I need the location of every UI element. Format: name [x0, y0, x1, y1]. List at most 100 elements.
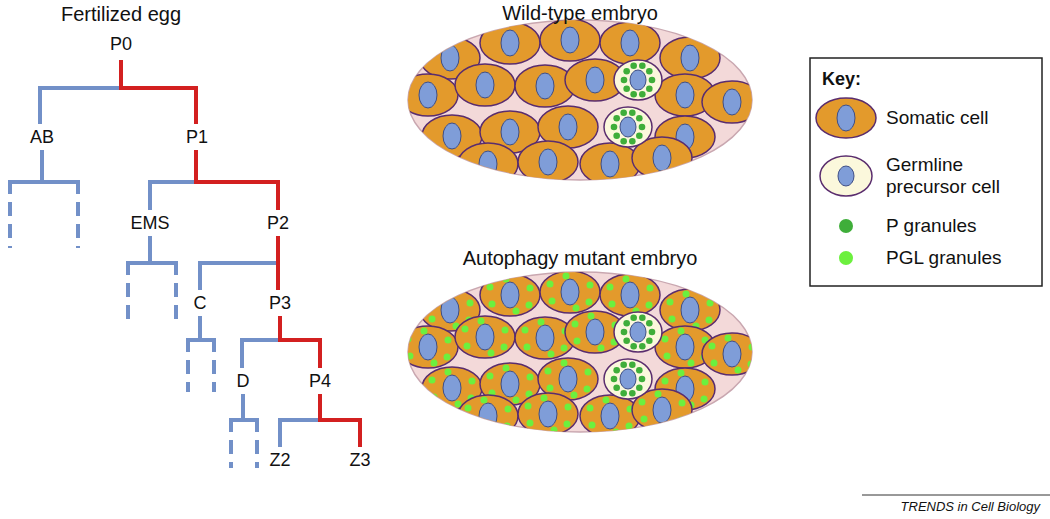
germline-cell [604, 359, 652, 399]
somatic-cell [480, 22, 540, 64]
p-granule [623, 68, 630, 75]
pgl-granule [584, 386, 591, 393]
p-granule [620, 138, 627, 145]
pgl-granule [429, 316, 436, 323]
nucleus [443, 375, 461, 401]
pgl-granule [678, 417, 685, 424]
p-granule [620, 361, 627, 368]
watermark: TRENDS in Cell Biology [901, 500, 1040, 515]
nucleus [501, 371, 519, 397]
pgl-granule [623, 276, 630, 283]
nucleus [536, 73, 554, 99]
p-granule [646, 320, 653, 327]
nucleus [621, 282, 639, 308]
pgl-granule [613, 429, 620, 436]
pgl-granule [503, 365, 510, 372]
somatic-cell [455, 64, 515, 106]
nucleus [676, 82, 694, 108]
pgl-granule [545, 368, 552, 375]
somatic-cell [600, 274, 660, 316]
nucleus [501, 119, 519, 145]
pgl-granule [609, 301, 616, 308]
autophagy-mutant-embryo [398, 271, 762, 437]
p-granule [620, 109, 627, 116]
somatic-cell [480, 274, 540, 316]
pgl-granule [443, 291, 450, 298]
pgl-granule [683, 291, 690, 298]
nucleus [539, 149, 557, 175]
cell-name: D [237, 371, 250, 392]
p-granule [629, 109, 636, 116]
p-granule [621, 329, 628, 336]
p-granule [630, 314, 637, 321]
pgl-granule [467, 300, 474, 307]
somatic-cell [702, 81, 762, 123]
cell-name: Z3 [349, 450, 370, 471]
p-granule [623, 338, 630, 345]
pgl-granule [639, 399, 646, 406]
nucleus [536, 325, 554, 351]
p-granule [630, 62, 637, 69]
pgl-granule [588, 313, 595, 320]
nucleus [620, 369, 636, 389]
pgl-granule [501, 344, 508, 351]
somatic-cell [398, 326, 458, 368]
somatic-cell [518, 393, 578, 435]
nucleus [419, 334, 437, 360]
pgl-granule [641, 416, 648, 423]
pgl-granule [563, 273, 570, 280]
germline-cell [604, 107, 652, 147]
pgl-granule [561, 345, 568, 352]
pgl-granule [709, 343, 716, 350]
pgl-granule [429, 377, 436, 384]
pgl-granule [464, 343, 471, 350]
pgl-granule [502, 327, 509, 334]
pgl-granule [655, 391, 662, 398]
pgl-granule [573, 305, 580, 312]
wild-type-embryo [398, 19, 762, 185]
nucleus [586, 67, 604, 93]
legend-swatch [839, 219, 853, 233]
somatic-cell [540, 19, 600, 61]
pgl-granule [431, 360, 438, 367]
pgl-granule [467, 422, 474, 429]
somatic-cell [660, 37, 720, 79]
pgl-granule [547, 385, 554, 392]
somatic-cell [455, 316, 515, 358]
p-granule [639, 124, 646, 131]
nucleus [476, 324, 494, 350]
pgl-granule [444, 354, 451, 361]
pgl-granule [607, 284, 614, 291]
pgl-granule [551, 427, 558, 434]
pgl-granule [522, 327, 529, 334]
nucleus [653, 145, 671, 171]
pgl-granule [527, 285, 534, 292]
pgl-granule [646, 302, 653, 309]
pgl-granule [513, 308, 520, 315]
somatic-cell [660, 289, 720, 331]
p-granule [649, 77, 656, 84]
cell-name: Z2 [269, 450, 290, 471]
pgl-granule [525, 403, 532, 410]
pgl-granule [572, 321, 579, 328]
p-granule [646, 86, 653, 93]
p-granule [613, 133, 620, 140]
pgl-granule [548, 351, 555, 358]
pgl-granule [706, 317, 713, 324]
pgl-granule [589, 422, 596, 429]
pgl-granule [587, 282, 594, 289]
pgl-granule [481, 397, 488, 404]
p-granule [636, 385, 643, 392]
p-granule [629, 361, 636, 368]
p-granule [646, 68, 653, 75]
pgl-granule [678, 370, 685, 377]
nucleus [501, 30, 519, 56]
nucleus [586, 319, 604, 345]
pgl-granule [688, 360, 695, 367]
somatic-cell-sample [816, 98, 876, 138]
cell-name: P1 [186, 127, 208, 148]
watermark-rule [862, 495, 1050, 496]
pgl-granule [748, 361, 755, 368]
p-granule [629, 390, 636, 397]
pgl-granule [574, 338, 581, 345]
